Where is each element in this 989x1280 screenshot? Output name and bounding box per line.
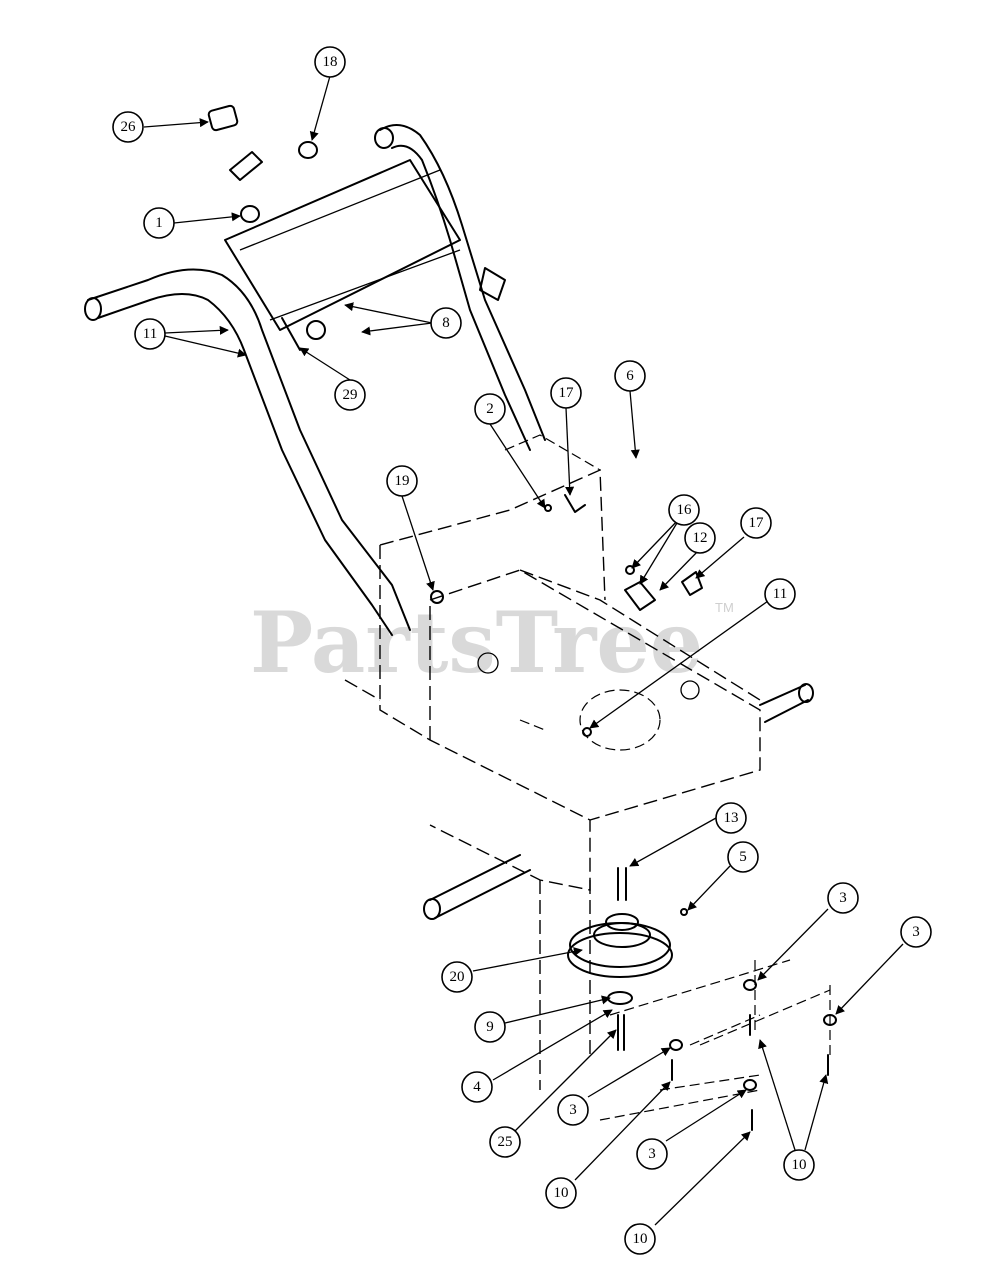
callout-26: 26 — [112, 111, 144, 143]
callout-3-d: 3 — [636, 1138, 668, 1170]
callouts: 18 26 1 11 8 29 17 6 2 19 16 12 17 11 13… — [112, 46, 932, 1255]
callout-17-right: 17 — [740, 507, 772, 539]
svg-text:10: 10 — [792, 1157, 807, 1173]
callout-20: 20 — [441, 961, 473, 993]
watermark-tm: TM — [715, 600, 734, 615]
svg-text:12: 12 — [693, 530, 708, 546]
svg-text:11: 11 — [143, 326, 157, 342]
svg-text:2: 2 — [486, 401, 494, 417]
svg-text:17: 17 — [749, 515, 765, 531]
callout-5: 5 — [727, 841, 759, 873]
handle-assembly — [84, 104, 546, 636]
callout-17-upper: 17 — [550, 377, 582, 409]
svg-text:5: 5 — [739, 849, 747, 865]
callout-29: 29 — [334, 379, 366, 411]
svg-text:3: 3 — [912, 924, 920, 940]
svg-text:8: 8 — [442, 315, 450, 331]
callout-3-a: 3 — [827, 882, 859, 914]
svg-text:9: 9 — [486, 1019, 494, 1035]
svg-text:13: 13 — [724, 810, 739, 826]
svg-text:6: 6 — [626, 368, 634, 384]
callout-2: 2 — [474, 393, 506, 425]
callout-10-c: 10 — [624, 1223, 656, 1255]
callout-1: 1 — [143, 207, 175, 239]
svg-text:3: 3 — [839, 890, 847, 906]
callout-8: 8 — [430, 307, 462, 339]
callout-6: 6 — [614, 360, 646, 392]
callout-9: 9 — [474, 1011, 506, 1043]
callout-12: 12 — [684, 522, 716, 554]
callout-18: 18 — [314, 46, 346, 78]
svg-text:11: 11 — [773, 586, 787, 602]
svg-text:4: 4 — [473, 1079, 481, 1095]
callout-10-b: 10 — [783, 1149, 815, 1181]
callout-3-b: 3 — [900, 916, 932, 948]
svg-text:10: 10 — [633, 1231, 648, 1247]
svg-text:29: 29 — [343, 387, 358, 403]
svg-text:20: 20 — [450, 969, 465, 985]
callout-19: 19 — [386, 465, 418, 497]
svg-text:1: 1 — [155, 215, 163, 231]
svg-text:16: 16 — [677, 502, 693, 518]
callout-25: 25 — [489, 1126, 521, 1158]
callout-11-right: 11 — [764, 578, 796, 610]
callout-11-left: 11 — [134, 318, 166, 350]
callout-4: 4 — [461, 1071, 493, 1103]
leader-lines — [143, 75, 904, 1226]
watermark-text: PartsTree — [250, 593, 703, 692]
pulley-assembly — [430, 494, 837, 1131]
svg-text:3: 3 — [648, 1146, 656, 1162]
callout-3-c: 3 — [557, 1094, 589, 1126]
callout-10-a: 10 — [545, 1177, 577, 1209]
callout-13: 13 — [715, 802, 747, 834]
svg-text:19: 19 — [395, 473, 410, 489]
svg-text:3: 3 — [569, 1102, 577, 1118]
callout-16: 16 — [668, 494, 700, 526]
svg-text:25: 25 — [498, 1134, 513, 1150]
svg-text:26: 26 — [121, 119, 137, 135]
svg-text:17: 17 — [559, 385, 575, 401]
svg-text:18: 18 — [323, 54, 338, 70]
frame-assembly — [344, 434, 814, 1090]
svg-text:10: 10 — [554, 1185, 569, 1201]
